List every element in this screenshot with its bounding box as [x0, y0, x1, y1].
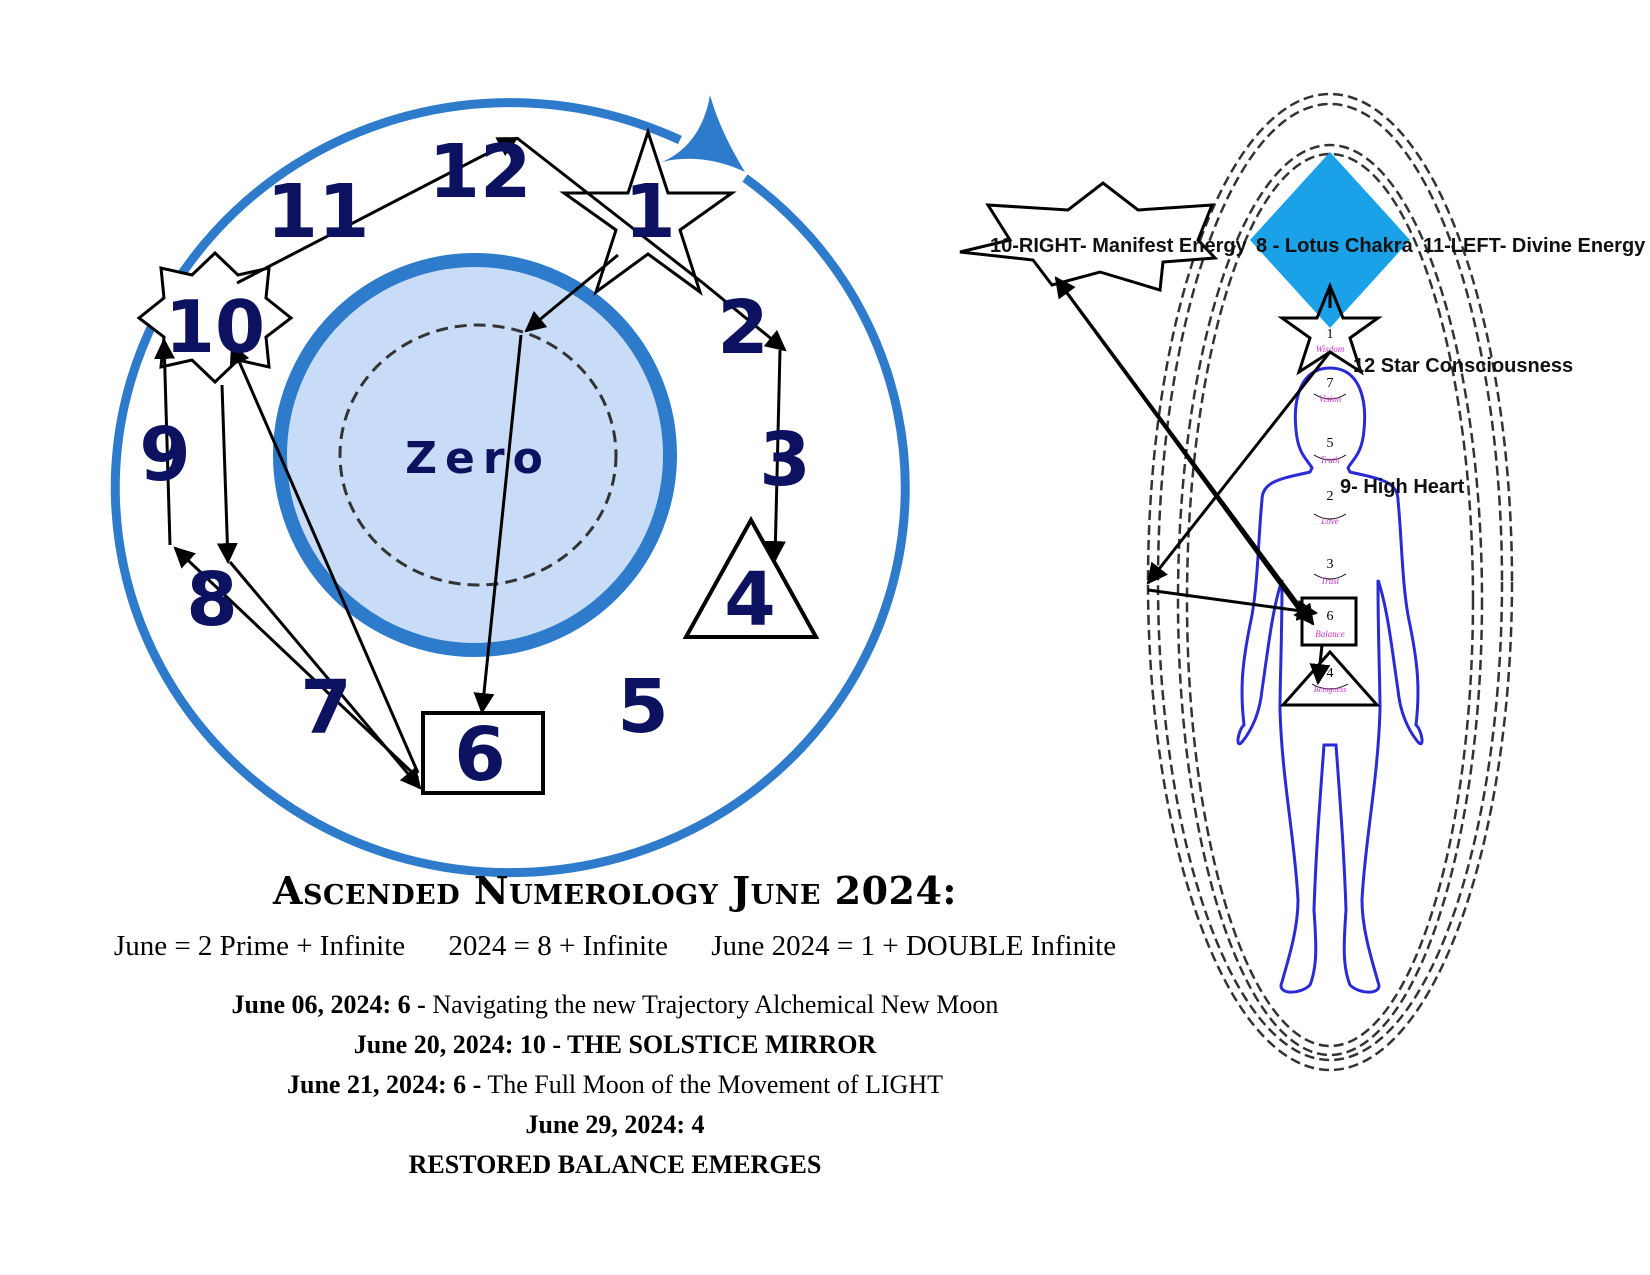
chakra-2: 2 Love: [1313, 489, 1347, 526]
label-right-manifest: 10-RIGHT- Manifest Energy: [990, 235, 1248, 257]
wheel-number-5: 5: [617, 664, 669, 750]
svg-text:Wisdom: Wisdom: [1316, 344, 1345, 354]
date-line-june-29: June 29, 2024: 4: [525, 1110, 705, 1139]
human-body-outline: [1236, 366, 1424, 994]
wheel-number-7: 7: [300, 665, 352, 751]
triangle-shape-4: [682, 515, 820, 639]
svg-text:1: 1: [1327, 327, 1334, 342]
label-high-heart: 9- High Heart: [1340, 476, 1465, 498]
arrow-9-to-10: [154, 337, 176, 546]
svg-text:Truth: Truth: [1320, 455, 1340, 465]
svg-text:Beingness: Beingness: [1314, 685, 1346, 694]
arrow-10-to-8: [216, 384, 238, 565]
svg-text:Vision: Vision: [1319, 394, 1342, 404]
wheel-number-6: 6: [454, 712, 506, 798]
chakra-7: 7 Vision: [1313, 376, 1347, 404]
svg-text:6: 6: [1327, 609, 1334, 624]
arrow-1-to-zero: [524, 253, 619, 333]
ring-arrowhead-icon: [662, 95, 745, 172]
starburst-shape-10: [136, 250, 294, 385]
svg-text:3: 3: [1327, 557, 1334, 572]
date-line-june-21: June 21, 2024: 6 - The Full Moon of the …: [287, 1070, 943, 1099]
wheel-number-3: 3: [759, 417, 811, 503]
svg-text:Trust: Trust: [1321, 576, 1340, 586]
date-line-june-06: June 06, 2024: 6 - Navigating the new Tr…: [231, 990, 999, 1019]
svg-text:4: 4: [1327, 666, 1334, 681]
outer-ring: [110, 98, 910, 878]
aura-rings: [1146, 92, 1514, 1072]
label-left-divine: 11-LEFT- Divine Energy: [1423, 235, 1646, 257]
wheel-number-2: 2: [717, 285, 769, 371]
svg-text:Balance: Balance: [1315, 629, 1345, 639]
starburst-shape-10-right: [959, 181, 1219, 292]
label-lotus: 8 - Lotus Chakra: [1256, 235, 1414, 257]
arrow-6-to-10: [229, 343, 420, 774]
equation-2024: 2024 = 8 + Infinite: [448, 930, 668, 962]
arrow-12-to-2: [516, 136, 704, 285]
caption-equations: June = 2 Prime + Infinite 2024 = 8 + Inf…: [40, 930, 1190, 963]
wheel-number-8: 8: [186, 557, 238, 643]
chakra-5: 5 Truth: [1313, 436, 1347, 465]
date-line-june-20: June 20, 2024: 10 - THE SOLSTICE MIRROR: [353, 1030, 877, 1059]
chakra-3: 3 Trust: [1313, 557, 1347, 586]
label-star-consciousness: 12 Star Consciousness: [1353, 355, 1573, 377]
chakra-4: 4 Beingness: [1279, 649, 1381, 707]
arrow-10-to-12: [236, 136, 519, 285]
wheel-number-4: 4: [724, 557, 776, 643]
caption-title: Ascended Numerology June 2024:: [273, 868, 957, 913]
wheel-number-1: 1: [624, 169, 676, 255]
equation-june: June = 2 Prime + Infinite: [113, 930, 406, 962]
equation-june-2024: June 2024 = 1 + DOUBLE Infinite: [711, 930, 1117, 962]
balance-line: RESTORED BALANCE EMERGES: [408, 1150, 822, 1179]
svg-text:7: 7: [1327, 376, 1334, 391]
chakra-1: 1 Wisdom: [1316, 327, 1345, 354]
zero-label: Zero: [405, 433, 551, 484]
wheel-arrows: [154, 136, 787, 790]
wheel-number-11: 11: [267, 169, 370, 255]
numerology-wheel: Zero 1 2 3 4 5 6 7 8: [110, 95, 910, 878]
wheel-number-10: 10: [165, 285, 265, 369]
wheel-number-12: 12: [429, 129, 532, 215]
arrow-8-to-6: [228, 561, 422, 790]
wheel-number-9: 9: [139, 412, 191, 498]
lotus-diamond-shape: [1250, 152, 1410, 328]
body-figure-diagram: 1 Wisdom 7 Vision 5 Truth 2 Love 3 T: [959, 92, 1646, 1072]
square-shape-6: [421, 711, 545, 795]
arrow-zero-to-6: [473, 334, 523, 715]
body-arrows: [1054, 276, 1332, 686]
arrow-3-to-4: [764, 349, 786, 563]
arrow-2-to-3: [702, 281, 787, 352]
inner-dashed-circle: [338, 323, 618, 587]
svg-text:Love: Love: [1320, 516, 1339, 526]
svg-text:5: 5: [1327, 436, 1334, 451]
svg-text:2: 2: [1327, 489, 1334, 504]
